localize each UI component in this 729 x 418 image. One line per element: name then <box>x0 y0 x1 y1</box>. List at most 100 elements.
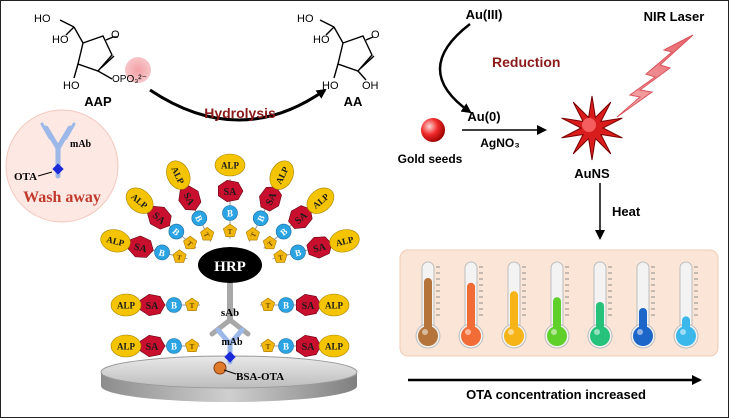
svg-text:T: T <box>202 231 211 239</box>
aa-o-carbonyl: O <box>371 29 380 41</box>
svg-text:SA: SA <box>181 191 197 208</box>
inset-ota-diamond <box>52 163 64 175</box>
aap-ho-top: HO <box>34 13 51 25</box>
au0-label: Au(0) <box>467 109 500 124</box>
bsa-sphere <box>213 361 227 375</box>
agno3-label: AgNO₃ <box>480 136 520 150</box>
side-arm-3: T B SA ALP <box>110 334 200 358</box>
svg-text:ALP: ALP <box>325 342 344 352</box>
sab-label: sAb <box>221 307 239 319</box>
svg-text:B: B <box>171 301 177 311</box>
nir-laser-label: NIR Laser <box>644 9 705 24</box>
svg-text:T: T <box>266 302 271 310</box>
svg-text:SA: SA <box>224 187 238 198</box>
radial-arm-1: T B SA ALP <box>100 229 188 263</box>
heat-label: Heat <box>612 204 641 219</box>
side-arm-1: T B SA ALP <box>110 293 200 317</box>
svg-text:SA: SA <box>302 342 316 353</box>
svg-text:ALP: ALP <box>117 301 136 311</box>
hydrolysis-label: Hydrolysis <box>204 105 276 121</box>
svg-text:SA: SA <box>264 190 280 207</box>
aa-oh-ring: OH <box>362 80 379 92</box>
svg-text:ALP: ALP <box>221 161 240 171</box>
laser-bolt-icon <box>616 34 694 118</box>
side-arm-2: T B SA ALP <box>260 293 350 317</box>
svg-text:ALP: ALP <box>105 234 125 248</box>
svg-text:B: B <box>278 226 289 238</box>
reduction-arrow <box>438 23 472 114</box>
svg-text:T: T <box>277 253 284 262</box>
svg-text:B: B <box>158 247 166 258</box>
thermometer-2 <box>458 261 484 349</box>
thermometer-group <box>415 261 699 349</box>
svg-text:T: T <box>190 302 195 310</box>
aap-ho-ring: HO <box>63 80 80 92</box>
auns-nanostar <box>561 95 623 161</box>
hrp-label: HRP <box>214 259 246 275</box>
secondary-antibody-icon <box>209 317 251 337</box>
ota-antigen-diamond <box>224 351 236 363</box>
svg-text:B: B <box>193 214 205 224</box>
aap-label: AAP <box>84 94 112 109</box>
svg-text:SA: SA <box>146 301 160 312</box>
thermometer-6 <box>630 261 656 349</box>
inset-ota-label: OTA <box>14 171 37 183</box>
svg-text:SA: SA <box>302 301 316 312</box>
bsa-ota-pointer <box>223 369 237 375</box>
gold-seeds-label: Gold seeds <box>398 152 463 166</box>
svg-text:B: B <box>294 247 302 258</box>
svg-text:T: T <box>176 253 183 262</box>
mab-label: mAb <box>221 337 243 348</box>
aa-label: AA <box>344 94 363 109</box>
gold-seed-sphere <box>421 118 445 142</box>
thermometer-3 <box>501 261 527 349</box>
svg-text:T: T <box>190 343 195 351</box>
svg-text:T: T <box>266 239 275 248</box>
svg-text:B: B <box>283 342 289 352</box>
thermometer-1 <box>415 261 441 349</box>
side-arm-4: T B SA ALP <box>260 334 350 358</box>
au3-label: Au(III) <box>466 7 503 22</box>
svg-text:T: T <box>266 343 271 351</box>
svg-text:B: B <box>227 209 233 219</box>
wash-away-label: Wash away <box>23 189 101 206</box>
svg-text:B: B <box>283 301 289 311</box>
svg-text:SA: SA <box>133 242 149 256</box>
svg-text:B: B <box>255 214 267 224</box>
radial-arm-4: T B SA ALP <box>214 153 246 239</box>
aap-o-carbonyl: O <box>111 29 120 41</box>
thermometer-4 <box>544 261 570 349</box>
hydrolysis-arrow <box>149 88 327 122</box>
svg-text:B: B <box>171 342 177 352</box>
thermometer-5 <box>587 261 613 349</box>
bsa-ota-label: BSA-OTA <box>236 371 284 383</box>
reduction-label: Reduction <box>492 54 560 70</box>
aap-ho-mid: HO <box>52 34 69 46</box>
wash-away-inset <box>5 109 119 223</box>
svg-text:ALP: ALP <box>117 342 136 352</box>
svg-text:B: B <box>171 226 182 238</box>
aap-molecule <box>59 19 151 83</box>
aa-molecule <box>319 19 375 81</box>
svg-text:SA: SA <box>312 241 328 255</box>
hrp-core <box>198 247 262 283</box>
auns-label: AuNS <box>574 166 610 181</box>
thermometer-7 <box>673 261 699 349</box>
svg-text:T: T <box>228 228 233 236</box>
aa-ho-top: HO <box>297 13 314 25</box>
inset-mab-label: mAb <box>70 139 92 150</box>
inset-ota-pointer <box>37 171 53 177</box>
phosphate-highlight <box>125 57 151 83</box>
svg-text:T: T <box>249 231 258 239</box>
svg-text:SA: SA <box>146 342 160 353</box>
aap-phosphate: OPO₃²⁻ <box>112 74 147 85</box>
svg-text:ALP: ALP <box>325 301 344 311</box>
